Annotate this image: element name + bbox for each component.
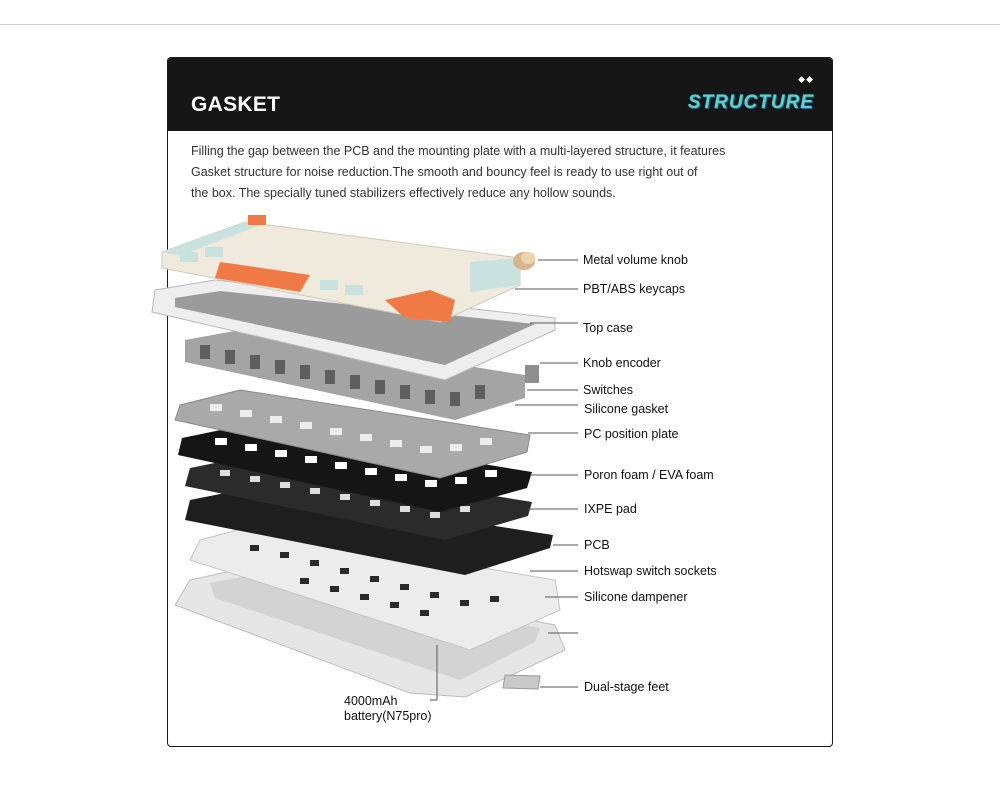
keycaps-layer — [161, 215, 521, 323]
card-title: GASKET — [191, 93, 281, 116]
ixpe-layer — [185, 456, 532, 540]
diamond-dots-icon: ◆◆ — [798, 74, 814, 84]
label-hotswap-sockets: Hotswap switch sockets — [584, 564, 717, 578]
label-foam: Poron foam / EVA foam — [584, 468, 714, 482]
plate-layer — [174, 389, 531, 479]
feet-shape — [502, 674, 541, 690]
leader-lines — [430, 259, 578, 701]
description-line-1: Filling the gap between the PCB and the … — [191, 144, 726, 158]
description-line-2: Gasket structure for noise reduction.The… — [191, 165, 698, 179]
label-silicone-dampener: Silicone dampener — [584, 590, 688, 604]
foam-layer — [178, 425, 532, 512]
label-metal-volume-knob: Metal volume knob — [583, 253, 688, 267]
top-case-layer — [151, 279, 556, 381]
label-silicone-gasket: Silicone gasket — [584, 402, 669, 416]
label-ixpe-pad: IXPE pad — [584, 502, 637, 516]
structure-logo-text: STRUCTURE — [687, 92, 814, 113]
top-divider — [0, 24, 1000, 25]
label-dual-stage-feet: Dual-stage feet — [584, 680, 669, 694]
description-line-3: the box. The specially tuned stabilizers… — [191, 186, 616, 200]
label-pcb: PCB — [584, 538, 610, 552]
pcb-layer — [185, 488, 553, 575]
label-battery-line-2: battery(N75pro) — [344, 709, 432, 723]
card-header: GASKET ◆◆ STRUCTURE — [168, 58, 832, 131]
label-top-case: Top case — [583, 321, 634, 335]
description: Filling the gap between the PCB and the … — [191, 141, 751, 204]
label-keycaps: PBT/ABS keycaps — [583, 282, 686, 296]
volume-knob-shape — [513, 252, 535, 270]
label-switches: Switches — [583, 383, 634, 397]
label-battery-line-1: 4000mAh — [344, 694, 398, 708]
label-pc-plate: PC position plate — [584, 427, 679, 441]
switches-layer — [185, 330, 539, 420]
encoder-shape — [525, 365, 539, 383]
label-knob-encoder: Knob encoder — [583, 356, 661, 370]
